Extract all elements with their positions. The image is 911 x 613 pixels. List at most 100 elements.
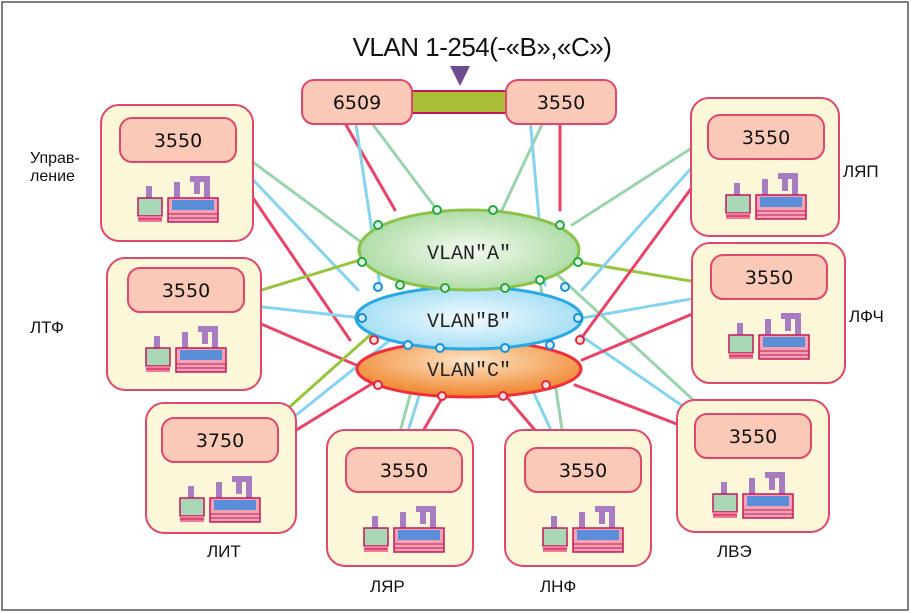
link-stub bbox=[782, 173, 788, 191]
switch-upr bbox=[119, 117, 237, 163]
link-line bbox=[278, 326, 407, 430]
node-lyar: 3550 bbox=[326, 429, 474, 567]
link-line bbox=[366, 116, 439, 212]
pc-icon bbox=[137, 197, 163, 217]
port-dot bbox=[369, 335, 379, 345]
link-stub bbox=[202, 326, 208, 344]
pc-icon bbox=[179, 497, 205, 517]
pc-icon bbox=[712, 493, 738, 513]
switch-lit bbox=[161, 417, 279, 463]
node-lyap: 3550 bbox=[690, 97, 840, 237]
pc-icon bbox=[145, 347, 171, 367]
server-panel bbox=[398, 530, 440, 540]
port-dot bbox=[573, 313, 583, 323]
port-dot bbox=[500, 283, 510, 293]
link-stub bbox=[579, 512, 585, 528]
switch-lyar bbox=[345, 447, 463, 493]
node-upr: 3550 bbox=[100, 104, 254, 242]
node-ltf: 3550 bbox=[106, 257, 262, 391]
core-switch-2 bbox=[505, 79, 617, 125]
switch-model-label: 3550 bbox=[380, 460, 428, 482]
server-panel bbox=[172, 200, 214, 210]
vlan-layer: VLAN"C"VLAN"B"VLAN"A" bbox=[354, 208, 584, 399]
port-dot bbox=[488, 205, 498, 215]
port-dot bbox=[440, 283, 450, 293]
pc-icon bbox=[363, 527, 389, 547]
switch-lnf bbox=[524, 447, 642, 493]
pc-icon bbox=[725, 194, 751, 214]
link-line bbox=[236, 162, 360, 292]
link-stub bbox=[769, 472, 775, 490]
link-stub bbox=[188, 486, 194, 498]
core-switch-model-label: 3550 bbox=[537, 92, 585, 114]
link-stub bbox=[216, 482, 222, 498]
port-dot bbox=[545, 340, 555, 350]
node-label-lyap: ЛЯП bbox=[843, 162, 879, 181]
link-stub bbox=[762, 179, 768, 195]
link-stub bbox=[795, 313, 801, 335]
switch-model-label: 3550 bbox=[559, 460, 607, 482]
link-stub bbox=[785, 313, 791, 331]
link-line bbox=[570, 133, 714, 227]
port-dot bbox=[373, 220, 383, 230]
link-stub bbox=[372, 516, 378, 528]
link-stub bbox=[551, 516, 557, 528]
link-stub bbox=[779, 472, 785, 494]
link-stub bbox=[734, 183, 740, 195]
link-stub bbox=[430, 506, 436, 528]
port-dot bbox=[437, 391, 447, 401]
node-lit: 3750 bbox=[145, 402, 297, 534]
link-stub bbox=[194, 176, 200, 194]
link-line bbox=[500, 116, 547, 212]
link-stub bbox=[246, 476, 252, 498]
port-dot bbox=[432, 205, 442, 215]
node-label-ltf: ЛТФ bbox=[30, 318, 64, 337]
link-stub bbox=[154, 336, 160, 348]
trunk-link bbox=[409, 90, 511, 114]
link-stub bbox=[599, 506, 605, 524]
link-stub bbox=[609, 506, 615, 528]
port-dot bbox=[541, 380, 551, 390]
server-panel bbox=[747, 496, 789, 506]
switch-model-label: 3550 bbox=[745, 267, 793, 289]
link-stub bbox=[236, 476, 242, 494]
link-stub bbox=[400, 512, 406, 528]
node-lve: 3550 bbox=[676, 399, 830, 533]
server-panel bbox=[214, 500, 256, 510]
node-label-lit: ЛИТ bbox=[207, 542, 241, 561]
port-dot bbox=[573, 257, 583, 267]
pointer-arrow-icon bbox=[450, 66, 470, 86]
pc-icon bbox=[728, 334, 754, 354]
diagram-title: VLAN 1-254(-«B»,«C») bbox=[352, 32, 612, 62]
port-dot bbox=[403, 340, 413, 350]
link-stub bbox=[765, 319, 771, 335]
link-line bbox=[243, 258, 362, 297]
core-switch-1 bbox=[301, 79, 413, 125]
switch-lyap bbox=[707, 114, 825, 160]
node-label-upr: Управ- ление bbox=[30, 150, 80, 186]
link-line bbox=[243, 315, 358, 367]
port-dot bbox=[498, 391, 508, 401]
switch-model-label: 3550 bbox=[742, 127, 790, 149]
link-stub bbox=[420, 506, 426, 524]
server-panel bbox=[577, 530, 619, 540]
vlan-ellipse-a bbox=[357, 208, 581, 292]
port-dot bbox=[555, 220, 565, 230]
pc-icon bbox=[542, 527, 568, 547]
link-line bbox=[236, 174, 352, 342]
vlan-label-b: VLAN"B" bbox=[427, 311, 511, 334]
link-stub bbox=[204, 176, 210, 198]
link-stub bbox=[174, 182, 180, 198]
node-label-lyar: ЛЯР bbox=[370, 577, 405, 596]
port-dot bbox=[357, 313, 367, 323]
port-dot bbox=[575, 335, 585, 345]
link-line bbox=[243, 303, 364, 320]
link-line bbox=[548, 266, 717, 422]
switch-model-label: 3550 bbox=[154, 130, 202, 152]
link-stub bbox=[146, 186, 152, 198]
port-dot bbox=[435, 343, 445, 353]
link-stub bbox=[792, 173, 798, 195]
